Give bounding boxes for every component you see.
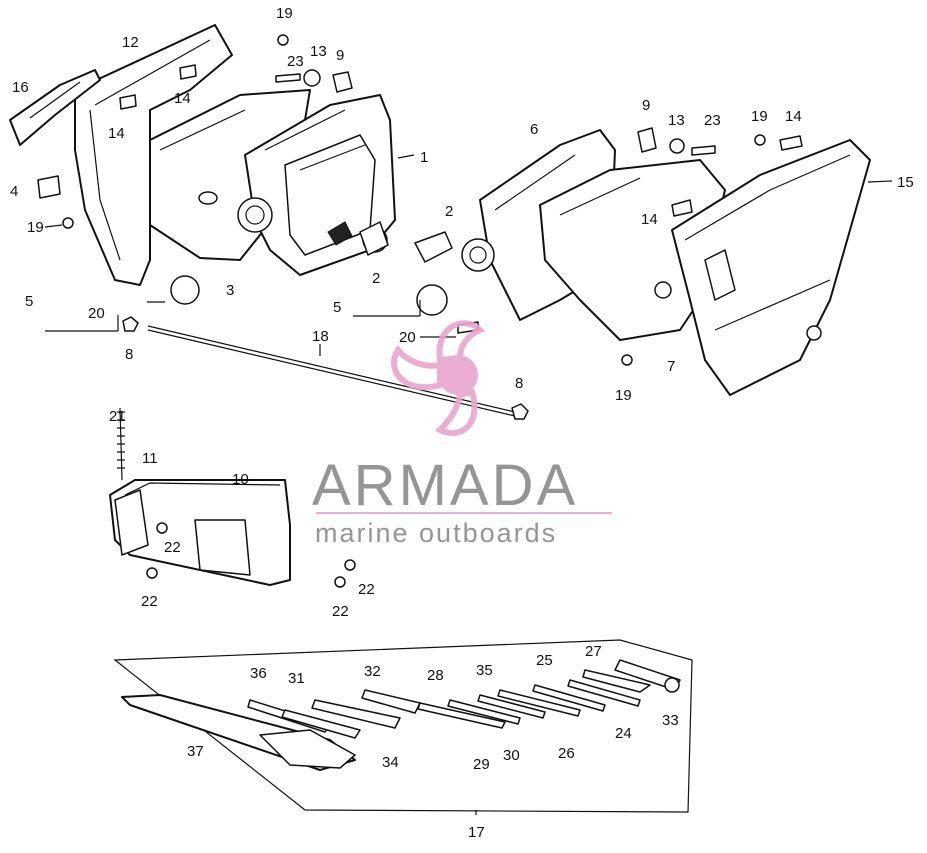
callout-28: 28 (427, 667, 444, 684)
callout-24: 24 (615, 725, 632, 742)
callout-23: 23 (287, 53, 304, 70)
callout-21: 21 (109, 408, 126, 425)
long-rod (122, 301, 529, 420)
callout-20: 20 (88, 305, 105, 322)
callout-11: 11 (142, 450, 158, 467)
callout-27: 27 (585, 643, 602, 660)
left-side-cover (9, 24, 233, 286)
tool-case (109, 407, 356, 588)
callout-19: 19 (615, 387, 632, 404)
callout-4: 4 (10, 183, 18, 200)
callout-2: 2 (445, 203, 453, 220)
callout-18: 18 (312, 328, 329, 345)
tool-kit (113, 639, 693, 813)
callout-9: 9 (642, 97, 650, 114)
callout-32: 32 (364, 663, 381, 680)
propeller-logo (391, 320, 486, 437)
callout-22: 22 (358, 581, 375, 598)
propeller-blade-left (391, 344, 443, 391)
callout-29: 29 (473, 756, 490, 773)
callout-9: 9 (336, 47, 344, 64)
callout-13: 13 (668, 112, 685, 129)
watermark: ARMADA marine outboards (312, 320, 612, 548)
callout-31: 31 (288, 670, 305, 687)
callout-labels: 1 2 2 3 4 5 5 6 7 8 8 9 9 10 11 12 13 13… (10, 5, 914, 841)
callout-14: 14 (174, 90, 191, 107)
watermark-subtitle: marine outboards (315, 518, 557, 548)
callout-14: 14 (785, 108, 802, 125)
right-side-cover (671, 139, 871, 396)
callout-15: 15 (897, 174, 914, 191)
callout-17: 17 (468, 824, 485, 841)
callout-22: 22 (164, 539, 181, 556)
callout-37: 37 (187, 743, 204, 760)
leader-lines (44, 154, 893, 815)
callout-19: 19 (27, 219, 44, 236)
callout-2: 2 (372, 270, 380, 287)
callout-6: 6 (530, 121, 538, 138)
callout-20: 20 (399, 329, 416, 346)
left-air-cleaner-case (149, 89, 396, 276)
callout-14: 14 (108, 125, 125, 142)
propeller-hub (438, 355, 478, 395)
propeller-blade-right (434, 388, 478, 437)
callout-3: 3 (226, 282, 234, 299)
callout-16: 16 (12, 79, 29, 96)
watermark-title: ARMADA (312, 453, 578, 518)
callout-8: 8 (125, 346, 133, 363)
callout-23: 23 (704, 112, 721, 129)
callout-8: 8 (515, 375, 523, 392)
callout-12: 12 (122, 34, 139, 51)
callout-5: 5 (25, 293, 33, 310)
propeller-blade-top (436, 320, 486, 364)
callout-7: 7 (667, 358, 675, 375)
callout-25: 25 (536, 652, 553, 669)
callout-26: 26 (558, 745, 575, 762)
callout-10: 10 (232, 471, 249, 488)
callout-22: 22 (332, 603, 349, 620)
callout-35: 35 (476, 662, 493, 679)
callout-33: 33 (662, 712, 679, 729)
callout-13: 13 (310, 43, 327, 60)
callout-36: 36 (250, 665, 267, 682)
callout-22: 22 (141, 593, 158, 610)
callout-5: 5 (333, 299, 341, 316)
callout-1: 1 (420, 149, 428, 166)
callout-14: 14 (641, 211, 658, 228)
callout-19: 19 (751, 108, 768, 125)
callout-19: 19 (276, 5, 293, 22)
callout-34: 34 (382, 754, 399, 771)
callout-30: 30 (503, 747, 520, 764)
